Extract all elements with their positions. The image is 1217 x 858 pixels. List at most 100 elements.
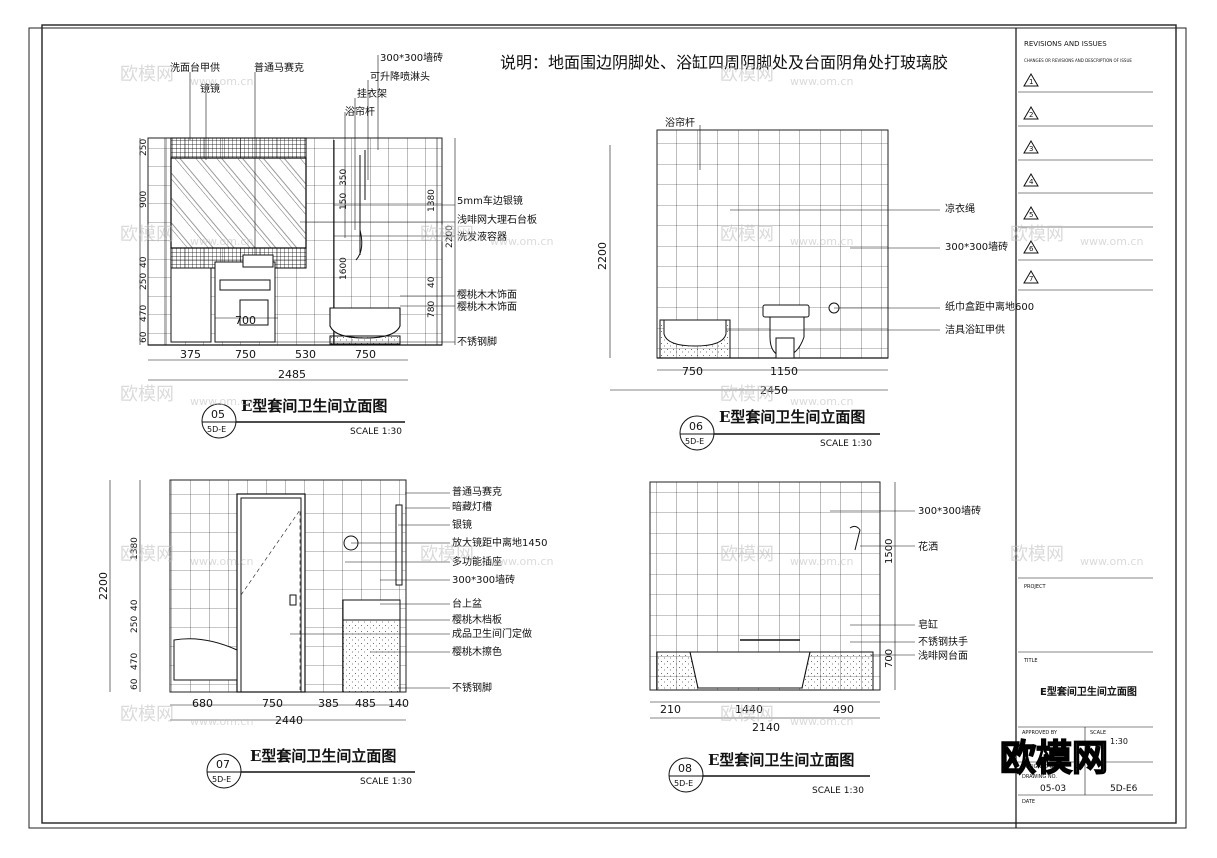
dim-05-l0: 250 xyxy=(139,139,149,156)
watermark-url: www.om.cn xyxy=(190,235,253,248)
watermark-url: www.om.cn xyxy=(790,75,853,88)
drawing-no-label: DRAWING NO. xyxy=(1022,774,1057,780)
label-07-right-1: 暗藏灯槽 xyxy=(452,500,492,513)
revision-triangle xyxy=(1023,240,1039,254)
dim-05-l1: 900 xyxy=(139,191,149,208)
dim-05-r0: 1380 xyxy=(427,189,437,212)
revision-number: 1 xyxy=(1029,78,1033,86)
door xyxy=(236,493,306,693)
dim-05-r4: 1600 xyxy=(339,257,349,280)
brand-logo: 欧模网 xyxy=(1000,738,1108,779)
view-05-number: 05 xyxy=(211,408,225,421)
watermark-url: www.om.cn xyxy=(490,235,553,248)
revision-number: 6 xyxy=(1029,245,1034,253)
watermark-url: www.om.cn xyxy=(790,395,853,408)
view-05-title: E型套间卫生间立面图 xyxy=(241,397,387,415)
label-07-right-9: 樱桃木擦色 xyxy=(452,645,502,658)
watermark-url: www.om.cn xyxy=(190,395,253,408)
label-05-top-4: 可升降喷淋头 xyxy=(370,70,430,83)
date-label: DATE xyxy=(1022,799,1035,805)
label-05-top-5: 挂衣架 xyxy=(357,87,387,100)
dim-05-b3: 750 xyxy=(355,348,376,361)
label-06-right-2: 纸巾盒距中离地600 xyxy=(945,300,1034,313)
revision-number: 5 xyxy=(1029,211,1033,219)
dim-05-r1: 2200 xyxy=(445,225,455,248)
dim-07-l1: 1380 xyxy=(130,537,140,560)
label-07-right-2: 银镜 xyxy=(452,518,472,531)
elevation-05: 洗面台甲供 普通马赛克 镜镜 300*300墙砖 可升降喷淋头 挂衣架 浴帘杆 … xyxy=(139,51,537,439)
revision-triangle xyxy=(1023,140,1039,154)
designed-label: DESIGNED BY xyxy=(1022,764,1057,770)
watermark-brand: 欧模网 xyxy=(420,224,474,245)
drawing-title: E型套间卫生间立面图 xyxy=(1040,685,1137,698)
dim-07-l5: 60 xyxy=(130,678,140,690)
view-07-number: 07 xyxy=(216,758,230,771)
dim-08-total: 2140 xyxy=(752,721,780,734)
dim-05-l3: 250 xyxy=(139,273,149,290)
project-label: PROJECT xyxy=(1024,584,1047,590)
dim-07-l3: 250 xyxy=(130,616,140,633)
watermark-brand: 欧模网 xyxy=(720,64,774,85)
label-07-right-4: 多功能插座 xyxy=(452,555,502,568)
watermarks: 欧模网 www.om.cn 欧模网 www.om.cn 欧模网 www.om.cn 欧模网 w… xyxy=(120,64,1143,728)
label-08-right-4: 浅啡网台面 xyxy=(918,649,968,662)
watermark-url: www.om.cn xyxy=(790,715,853,728)
approved-label: APPROVED BY xyxy=(1022,730,1058,736)
watermark-brand: 欧模网 xyxy=(720,384,774,405)
view-06-number: 06 xyxy=(689,420,703,433)
dim-07-b4: 140 xyxy=(388,697,409,710)
watermark-brand: 欧模网 xyxy=(120,384,174,405)
revision-triangle xyxy=(1023,73,1039,87)
dim-05-l5: 60 xyxy=(139,331,149,343)
label-05-top-2: 镜镜 xyxy=(200,82,220,95)
label-07-right-8: 成品卫生间门定做 xyxy=(452,627,532,640)
bathtub-06 xyxy=(663,319,727,347)
view-05-scale: SCALE 1:30 xyxy=(350,427,402,437)
bathtub xyxy=(329,307,401,339)
view-08-scale: SCALE 1:30 xyxy=(812,786,864,796)
label-05-top-0: 洗面台甲供 xyxy=(170,61,220,74)
dim-05-b0: 375 xyxy=(180,348,201,361)
dim-06-b0: 750 xyxy=(682,365,703,378)
revision-number: 7 xyxy=(1029,275,1033,283)
watermark-brand: 欧模网 xyxy=(120,544,174,565)
label-07-right-3: 放大镜距中离地1450 xyxy=(452,536,547,549)
watermark-brand: 欧模网 xyxy=(120,704,174,725)
drawing-no-left: 05-03 xyxy=(1040,784,1066,794)
watermark-brand: 欧模网 xyxy=(120,64,174,85)
dim-07-l0: 2200 xyxy=(97,572,110,600)
dim-05-inner: 700 xyxy=(235,314,256,327)
watermark-brand: 欧模网 xyxy=(1010,544,1064,565)
view-07-title: E型套间卫生间立面图 xyxy=(250,747,396,765)
label-05-right-3: 樱桃木木饰面 xyxy=(457,288,517,301)
dim-06-l0: 2200 xyxy=(596,242,609,270)
dim-05-b2: 530 xyxy=(295,348,316,361)
watermark-url: www.om.cn xyxy=(190,75,253,88)
elevation-07: 普通马赛克 暗藏灯槽 银镜 放大镜距中离地1450 多功能插座 300*300墙… xyxy=(97,479,547,789)
mosaic-band xyxy=(170,137,307,159)
dim-06-b1: 1150 xyxy=(770,365,798,378)
watermark-url: www.om.cn xyxy=(790,555,853,568)
scale-label: SCALE xyxy=(1090,730,1106,736)
view-07-sub: 5D-E xyxy=(212,775,231,784)
revisions-subheading: CHANGES OR REVISIONS AND DESCRIPTION OF … xyxy=(1024,58,1132,63)
label-05-right-2: 洗发液容器 xyxy=(457,230,507,243)
label-05-right-0: 5mm车边银镜 xyxy=(457,194,523,207)
label-07-right-10: 不锈钢脚 xyxy=(452,681,492,694)
label-07-right-6: 台上盆 xyxy=(452,597,482,610)
label-06-top-0: 浴帘杆 xyxy=(665,116,695,129)
view-06-sub: 5D-E xyxy=(685,437,704,446)
dim-05-r5: 150 xyxy=(339,193,349,210)
dim-08-r0: 1500 xyxy=(884,539,895,564)
general-note: 说明：地面围边阴脚处、浴缸四周阴脚处及台面阴角处打玻璃胶 xyxy=(500,53,948,72)
watermark-url: www.om.cn xyxy=(190,715,253,728)
dim-05-r2: 40 xyxy=(427,276,437,288)
dim-05-r3: 780 xyxy=(427,301,437,318)
label-05-top-6: 浴帘杆 xyxy=(345,105,375,118)
dim-08-r1: 700 xyxy=(884,649,895,668)
dim-05-b1: 750 xyxy=(235,348,256,361)
label-05-right-5: 不锈钢脚 xyxy=(457,335,497,348)
watermark-brand: 欧模网 xyxy=(720,544,774,565)
elevation-06: 浴帘杆 凉衣绳 300*300墙砖 纸巾盒距中离地600 洁具浴缸甲供 750 … xyxy=(596,116,1034,451)
